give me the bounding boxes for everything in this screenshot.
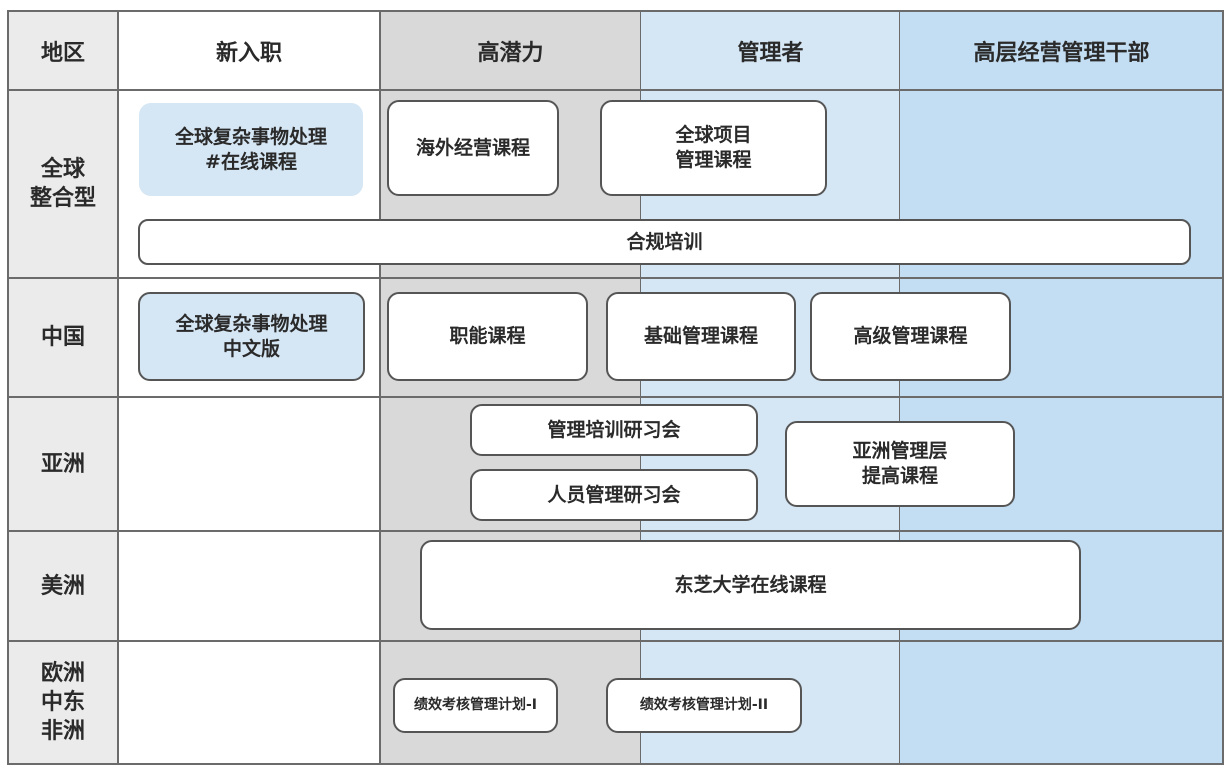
grid-line-global xyxy=(8,277,1223,279)
course-global-complex-online-line1: 全球复杂事物处理 xyxy=(174,125,327,148)
course-compliance[interactable]: 合规培训 xyxy=(138,219,1191,265)
course-basic-mgmt[interactable]: 基础管理课程 xyxy=(606,292,796,381)
course-asia-mgmt-upgrade-line2: 提高课程 xyxy=(861,465,938,487)
header-executive: 高层经营管理干部 xyxy=(973,40,1150,66)
grid-line-bottom xyxy=(8,763,1223,765)
course-functional[interactable]: 职能课程 xyxy=(387,292,588,381)
course-global-project-mgmt-line2: 管理课程 xyxy=(675,149,752,171)
course-global-complex-cn[interactable]: 全球复杂事物处理 中文版 xyxy=(138,292,365,381)
grid-line-new-hire xyxy=(379,10,381,765)
grid-line-header xyxy=(8,89,1223,91)
course-asia-mgmt-upgrade-line1: 亚洲管理层 xyxy=(852,440,948,462)
header-high-potential: 高潜力 xyxy=(477,40,544,66)
course-global-project-mgmt[interactable]: 全球项目 管理课程 xyxy=(600,100,827,196)
region-asia: 亚洲 xyxy=(40,451,85,477)
course-asia-mgmt-upgrade[interactable]: 亚洲管理层 提高课程 xyxy=(785,421,1015,507)
course-perf-mgmt-2[interactable]: 绩效考核管理计划-II xyxy=(606,678,802,733)
grid-line-manager xyxy=(899,10,900,765)
header-region: 地区 xyxy=(8,11,118,90)
course-global-complex-online[interactable]: 全球复杂事物处理 #在线课程 xyxy=(139,103,363,196)
executive-column-bg xyxy=(900,11,1223,764)
course-toshiba-univ-online[interactable]: 东芝大学在线课程 xyxy=(420,540,1081,630)
region-americas: 美洲 xyxy=(40,573,85,599)
course-global-project-mgmt-line1: 全球项目 xyxy=(675,124,752,146)
region-emea-line1: 欧洲 xyxy=(40,661,85,686)
grid-line-americas xyxy=(8,640,1223,642)
course-people-mgmt-seminar[interactable]: 人员管理研习会 xyxy=(470,469,758,521)
grid-line-top xyxy=(8,10,1223,12)
region-emea-line3: 非洲 xyxy=(40,719,85,744)
region-global-line2: 整合型 xyxy=(29,186,96,211)
grid-line-region xyxy=(117,10,119,765)
region-china: 中国 xyxy=(40,325,85,350)
course-global-complex-cn-line1: 全球复杂事物处理 xyxy=(175,312,328,335)
region-column-bg xyxy=(8,11,118,764)
region-emea-line2: 中东 xyxy=(40,690,85,715)
course-global-complex-online-line2: #在线课程 xyxy=(205,150,297,173)
region-global-line1: 全球 xyxy=(40,157,85,182)
course-global-complex-cn-line2: 中文版 xyxy=(222,337,280,360)
header-manager: 管理者 xyxy=(737,40,804,66)
grid-line-hipo xyxy=(640,10,641,765)
header-new-hire: 新入职 xyxy=(215,40,282,66)
region-global: 全球 整合型 xyxy=(9,91,117,277)
grid-line-left xyxy=(7,10,9,765)
course-advanced-mgmt[interactable]: 高级管理课程 xyxy=(810,292,1011,381)
course-perf-mgmt-1[interactable]: 绩效考核管理计划-I xyxy=(393,678,558,733)
course-mgmt-training-seminar[interactable]: 管理培训研习会 xyxy=(470,404,758,456)
course-overseas-business[interactable]: 海外经营课程 xyxy=(387,100,559,196)
grid-line-asia xyxy=(8,530,1223,532)
grid-line-china xyxy=(8,396,1223,398)
grid-line-right xyxy=(1222,10,1224,765)
region-emea: 欧洲 中东 非洲 xyxy=(9,642,117,763)
